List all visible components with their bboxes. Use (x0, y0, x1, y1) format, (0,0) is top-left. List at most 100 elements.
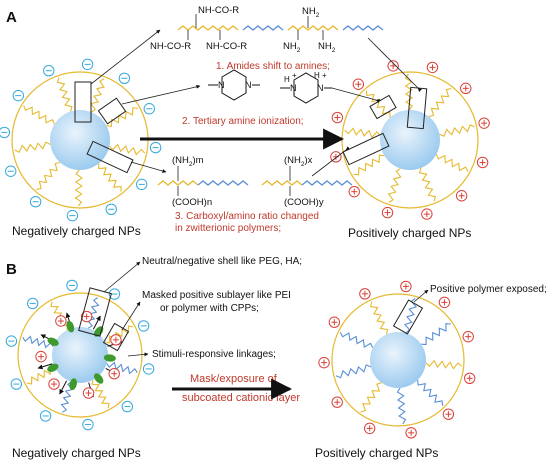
zwitterion-polymer-right: (NH2)x (COOH)y (261, 155, 353, 208)
polymer-chain (106, 361, 138, 375)
negative-charge (66, 209, 79, 222)
step-1-label: 1. Amides shift to amines; (216, 61, 330, 72)
polymer-chain (86, 297, 100, 329)
polymer-chain (403, 297, 418, 334)
positive-charge (352, 78, 365, 90)
piperazine-ionized-structure: N N H H + + (280, 71, 332, 104)
negative-charge (137, 320, 150, 332)
selection-box-tertiary-amine (97, 97, 127, 125)
negative-charge (142, 363, 155, 375)
stimuli-linker (66, 320, 75, 333)
piperazine-neutral-structure: N N (208, 69, 260, 101)
positive-charge (476, 156, 489, 169)
svg-text:N: N (317, 83, 324, 93)
positive-charge (359, 288, 371, 300)
negative-charge (5, 335, 18, 347)
polymer-chain (90, 78, 105, 113)
svg-text:N: N (218, 80, 225, 90)
linkage-arrow (92, 315, 101, 330)
polymer-chain (106, 107, 139, 128)
positive-charge (462, 330, 474, 343)
polymer-chain (418, 167, 437, 202)
negative-charge (143, 103, 155, 115)
polymer-chain (98, 163, 122, 192)
nh2-m-label: (NH2)m (172, 155, 204, 168)
masked-positive-charge (48, 378, 60, 390)
polymer-chain (421, 323, 451, 346)
callout-line-sublayer (121, 301, 141, 331)
polymer-chain (425, 359, 463, 370)
negative-charge (82, 418, 94, 431)
negative-charge (149, 141, 162, 154)
panel-a-letter: A (6, 9, 17, 26)
polymer-chain (22, 335, 54, 349)
callout-line-shell (103, 261, 141, 293)
callout-line-exposed (413, 289, 429, 303)
amine-label-top: NH2 (302, 6, 320, 19)
positive-charge (348, 185, 360, 198)
cooh-n-label: (COOH)n (172, 197, 212, 208)
negative-charge (26, 297, 39, 310)
mask-exposure-label-line2: subcoated cationic layer (182, 392, 300, 404)
caption-positive-b: Positively charged NPs (315, 446, 438, 460)
positive-charge (381, 206, 394, 219)
svg-text:H: H (314, 71, 320, 80)
positive-charge (478, 117, 490, 129)
amide-label-left: NH-CO-R (150, 41, 191, 52)
svg-text:+: + (322, 71, 327, 80)
stimuli-linker (93, 326, 104, 337)
panel-a: A NH-CO-R NH-CO-R NH-CO-R (0, 5, 490, 240)
positive-charge (331, 111, 344, 124)
selection-box-shell (78, 287, 112, 337)
negative-nanoparticle-b (5, 279, 155, 431)
svg-text:N: N (290, 83, 297, 93)
note-exposed: Positive polymer exposed; (430, 284, 547, 295)
positive-charge (363, 422, 376, 435)
positive-nanoparticle-b (318, 280, 476, 439)
positive-nanoparticle-a (330, 60, 490, 220)
polymer-chain (36, 161, 61, 191)
masked-positive-charge (35, 350, 47, 363)
polymer-chain (23, 105, 55, 125)
step-3-label-line2: in zwitterionic polymers; (175, 223, 281, 234)
masked-positive-charge (80, 310, 93, 323)
negative-charge (121, 400, 134, 413)
step-2-label: 2. Tertiary amine ionization; (182, 116, 304, 127)
negative-charge (105, 203, 117, 215)
masked-positive-charge (108, 367, 120, 380)
stimuli-linker (69, 378, 77, 391)
masked-positive-charge (82, 387, 95, 399)
polymer-chain (344, 127, 381, 139)
polymer-chain (108, 143, 146, 156)
polymer-chain (339, 331, 374, 349)
selection-box-exposed (392, 299, 424, 335)
amide-label-top: NH-CO-R (198, 5, 239, 16)
nanoparticle-core (380, 110, 440, 170)
panel-b-letter: B (6, 261, 17, 278)
callout-line-amide (90, 29, 161, 85)
amine-polymer-structure: NH2 NH2 NH2 (283, 6, 384, 54)
polymer-chain (56, 77, 73, 112)
nh2-x-label: (NH2)x (284, 155, 313, 168)
polymer-chain (14, 141, 51, 153)
mask-exposure-label-line1: Mask/exposure of (190, 373, 278, 385)
selection-box-zwitterion (86, 140, 134, 174)
note-linkage: Stimuli-responsive linkages; (152, 349, 276, 360)
positive-charge (331, 396, 343, 408)
polymer-chain (74, 169, 83, 207)
negative-charge (108, 288, 121, 300)
selection-box-zwitterion-right (342, 132, 390, 166)
callout-line-ionized (331, 87, 380, 103)
positive-charge (438, 296, 451, 309)
callout-line-zwitterion-right (311, 146, 351, 177)
polymer-chain (387, 167, 402, 203)
polymer-chain (435, 154, 469, 172)
positive-charge (328, 316, 341, 328)
amine-label-right: NH2 (318, 41, 336, 54)
selection-box-sublayer (102, 322, 130, 352)
positive-charge (405, 427, 417, 439)
polymer-chain (428, 87, 452, 118)
amine-label-left: NH2 (283, 41, 301, 54)
nanoparticle-core (50, 110, 110, 170)
